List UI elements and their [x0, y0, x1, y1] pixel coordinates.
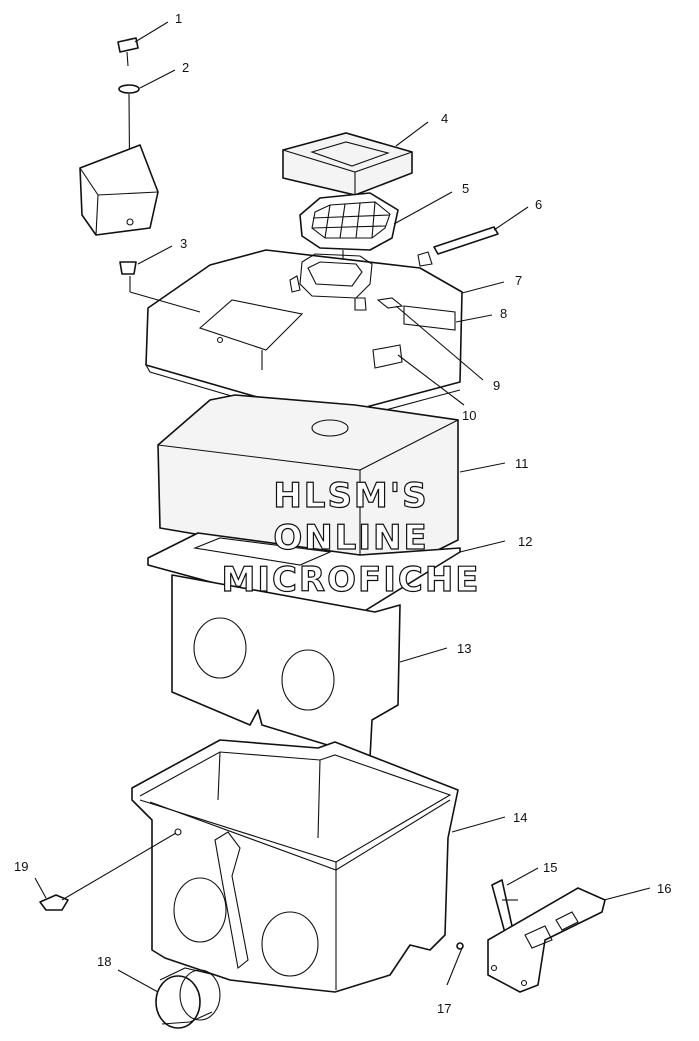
callout-1: 1 — [175, 11, 182, 26]
callout-numbers: 1 2 3 4 5 6 7 8 9 10 11 12 13 14 15 16 1… — [14, 11, 671, 1016]
part-6-strap — [433, 226, 499, 255]
callout-2: 2 — [182, 60, 189, 75]
callout-12: 12 — [518, 534, 532, 549]
part-4-foam-filter — [282, 132, 413, 196]
part-5-screen — [299, 192, 399, 282]
callout-16: 16 — [657, 881, 671, 896]
part-16-bracket — [487, 887, 606, 993]
part-12-gasket — [147, 532, 461, 621]
callout-4: 4 — [441, 111, 448, 126]
watermark-line-2: ONLINE — [273, 518, 428, 558]
part-7-airbox-cover — [129, 249, 463, 426]
callout-11: 11 — [515, 456, 529, 471]
watermark-line-3: MICROFICHE — [221, 560, 480, 600]
part-14-lower-airbox — [131, 739, 459, 993]
callout-3: 3 — [180, 236, 187, 251]
part-19-bolt — [39, 832, 177, 911]
part-1-screw — [117, 37, 139, 67]
callout-18: 18 — [97, 954, 111, 969]
callout-10: 10 — [462, 408, 476, 423]
callout-19: 19 — [14, 859, 28, 874]
callout-9: 9 — [493, 378, 500, 393]
callout-5: 5 — [462, 181, 469, 196]
side-cover — [79, 144, 159, 236]
part-2-washer — [118, 84, 140, 94]
part-3-grommet — [119, 261, 137, 292]
leader-lines — [34, 21, 651, 993]
callout-15: 15 — [543, 860, 557, 875]
callout-8: 8 — [500, 306, 507, 321]
callout-13: 13 — [457, 641, 471, 656]
part-18-boot — [155, 967, 221, 1029]
part-17-screw — [456, 942, 464, 950]
callout-14: 14 — [513, 810, 527, 825]
callout-7: 7 — [515, 273, 522, 288]
watermark-line-1: HLSM'S — [273, 476, 428, 516]
watermark: HLSM'S ONLINE MICROFICHE — [221, 475, 480, 600]
part-13-plate — [171, 574, 401, 759]
callout-17: 17 — [437, 1001, 451, 1016]
callout-6: 6 — [535, 197, 542, 212]
